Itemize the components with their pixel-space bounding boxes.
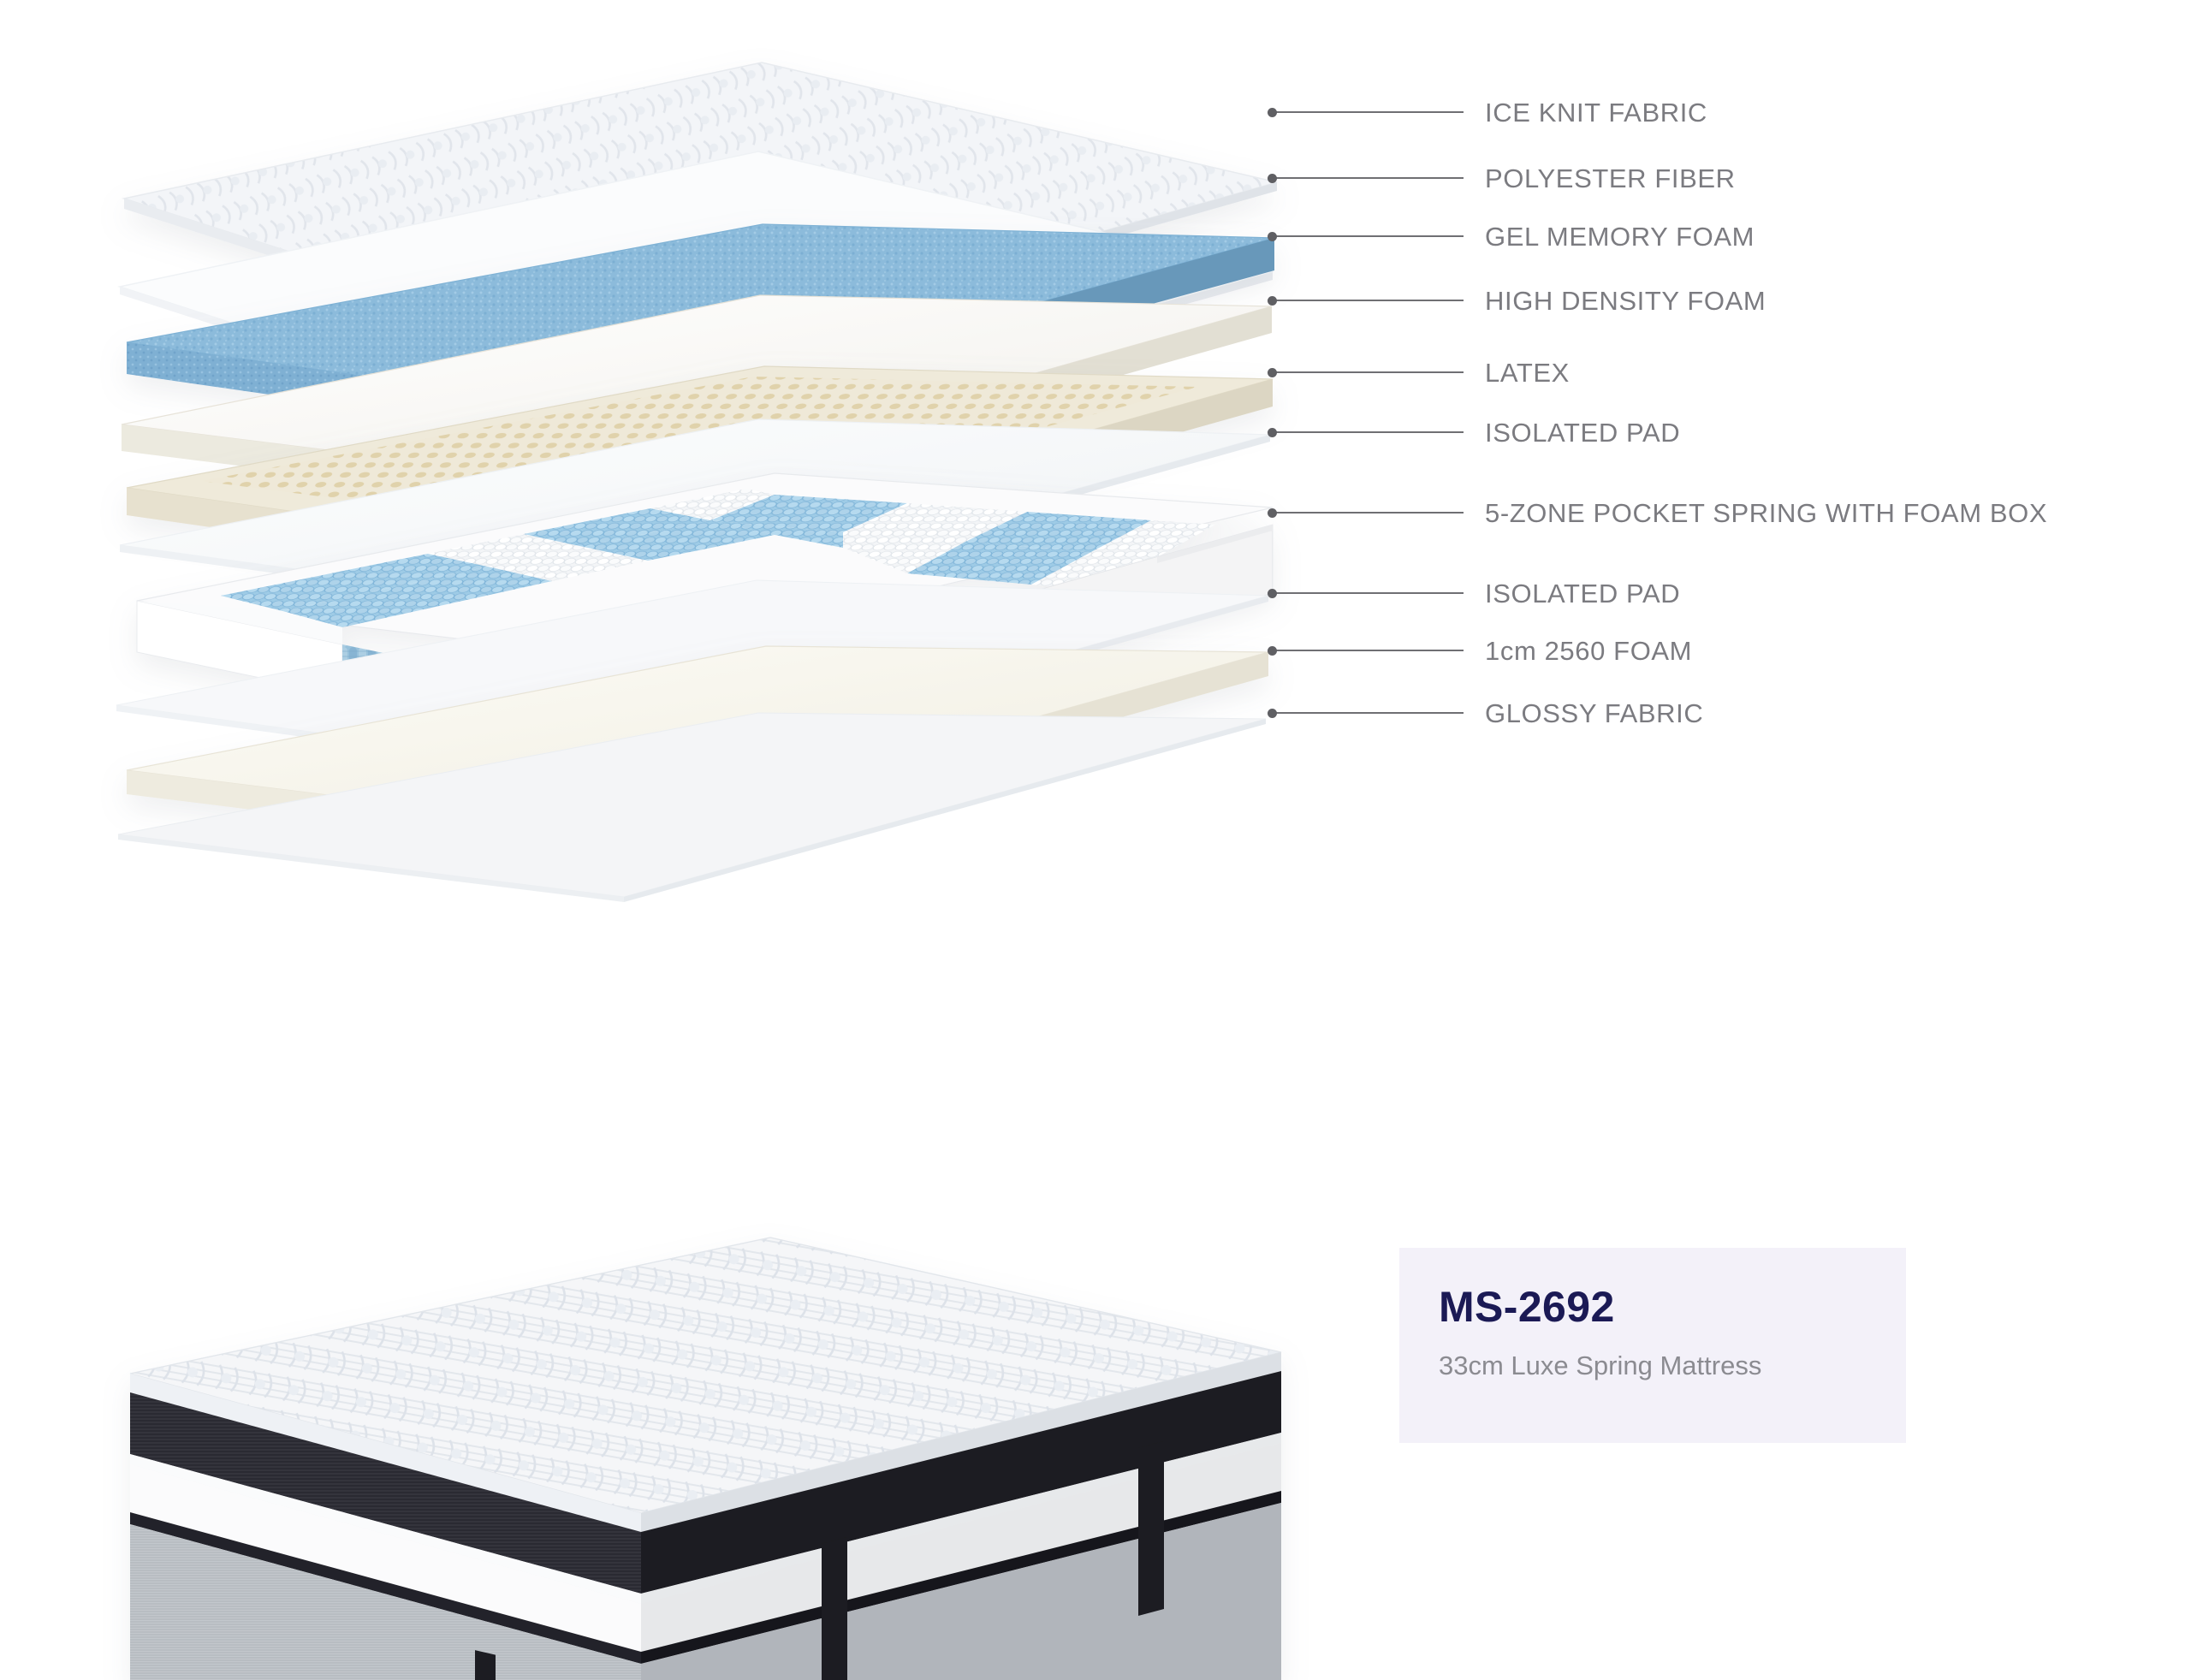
leader-line-pocket-spring [1268,508,1464,518]
product-code: MS-2692 [1439,1283,1615,1331]
leader-line-ice-knit-fabric [1268,108,1464,117]
leader-line-gel-memory-foam [1268,232,1464,241]
label-pocket-spring: 5-ZONE POCKET SPRING WITH FOAM BOX [1485,498,2048,528]
product-description: 33cm Luxe Spring Mattress [1439,1351,1762,1380]
label-glossy-fabric: GLOSSY FABRIC [1485,698,1704,728]
label-high-density-foam: HIGH DENSITY FOAM [1485,286,1766,316]
label-latex: LATEX [1485,358,1570,388]
label-isolated-pad-bottom: ISOLATED PAD [1485,579,1681,608]
label-gel-memory-foam: GEL MEMORY FOAM [1485,222,1755,252]
leader-line-isolated-pad-top [1268,428,1464,437]
leader-line-glossy-fabric [1268,709,1464,718]
leader-line-latex [1268,368,1464,377]
leader-line-isolated-pad-bottom [1268,589,1464,598]
product-info-card: MS-2692 33cm Luxe Spring Mattress [1399,1248,1906,1443]
leader-line-high-density-foam [1268,296,1464,306]
label-foam-2560: 1cm 2560 FOAM [1485,636,1693,666]
label-isolated-pad-top: ISOLATED PAD [1485,418,1681,448]
leader-line-foam-2560 [1268,646,1464,656]
assembled-mattress [129,1237,1282,1680]
layer-glossy-fabric [117,712,1267,902]
label-ice-knit-fabric: ICE KNIT FABRIC [1485,98,1707,128]
label-polyester-fiber: POLYESTER FIBER [1485,163,1736,193]
leader-line-polyester-fiber [1268,174,1464,183]
